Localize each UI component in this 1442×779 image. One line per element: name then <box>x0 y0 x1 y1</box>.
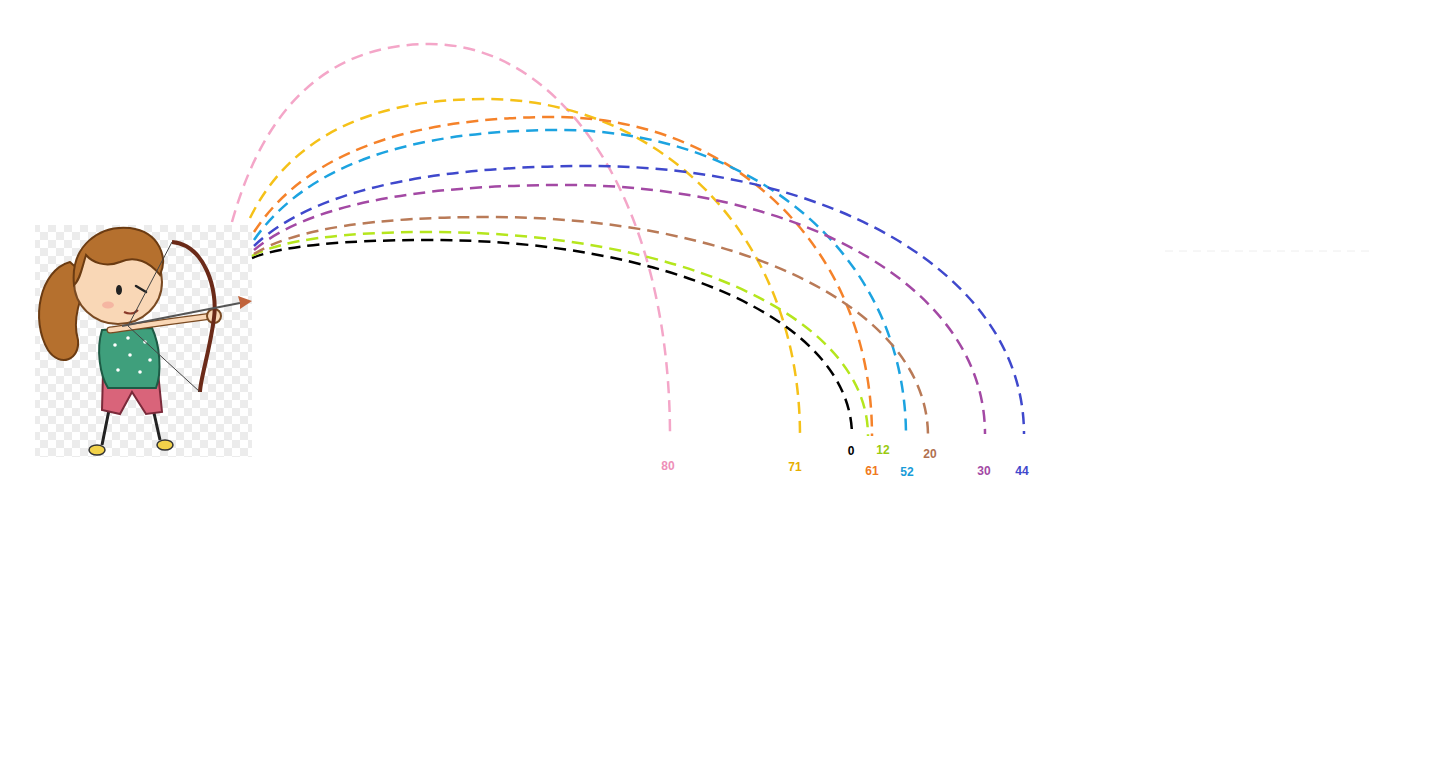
archer-part <box>138 370 142 374</box>
trajectory-arc <box>254 166 1024 434</box>
distance-label: 61 <box>865 465 878 477</box>
distance-label: 12 <box>876 444 889 456</box>
faint-line <box>1165 251 1375 252</box>
distance-label: 20 <box>923 448 936 460</box>
archer-part <box>89 445 105 455</box>
archer-part <box>128 326 200 392</box>
archer-part <box>126 336 130 340</box>
trajectory-arc <box>250 99 800 436</box>
trajectory-arc <box>254 130 906 436</box>
archer-part <box>172 242 215 392</box>
trajectory-arc <box>252 232 868 436</box>
distance-label: 30 <box>977 465 990 477</box>
archer-part <box>128 353 132 357</box>
archer-part <box>122 303 240 326</box>
trajectory-arc <box>254 185 985 434</box>
distance-label: 0 <box>848 445 855 457</box>
distance-label: 44 <box>1015 465 1028 477</box>
archer-part <box>136 286 146 292</box>
distance-label: 71 <box>788 461 801 473</box>
archer-part <box>128 242 172 326</box>
archer-part <box>74 228 163 285</box>
archer-part <box>113 343 117 347</box>
archer-part <box>116 368 120 372</box>
archer-part <box>148 358 152 362</box>
archer-part <box>99 328 159 388</box>
distance-label: 52 <box>900 466 913 478</box>
archer-part <box>157 440 173 450</box>
archer-part <box>102 302 114 309</box>
trajectory-arc <box>254 217 928 436</box>
archer-part <box>116 285 122 295</box>
trajectory-arc <box>254 117 872 436</box>
archer-girl <box>39 228 252 455</box>
archer-part <box>238 296 252 309</box>
trajectory-arc <box>252 240 852 436</box>
image-background <box>35 225 252 457</box>
trajectories <box>232 44 1024 436</box>
distance-label: 80 <box>661 460 674 472</box>
